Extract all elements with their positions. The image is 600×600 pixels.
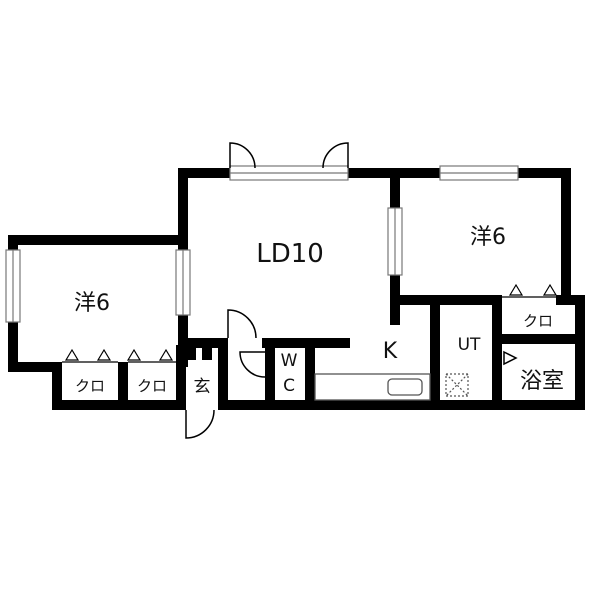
- label-closet-left-a: クロ: [75, 377, 105, 395]
- door-swings: [185, 309, 518, 439]
- label-closet-right: クロ: [523, 312, 553, 330]
- washer-pan-icon: [445, 373, 469, 397]
- label-utility: UT: [458, 335, 481, 355]
- label-toilet-c: C: [283, 376, 295, 396]
- sink-icon: [387, 378, 423, 396]
- label-bedroom-right: 洋6: [470, 225, 506, 250]
- kitchen-counter: [314, 373, 431, 401]
- closet-doors: [62, 283, 558, 363]
- balcony-doors: [229, 142, 349, 169]
- label-living: LD10: [256, 239, 324, 269]
- label-toilet-w: W: [281, 351, 298, 371]
- label-closet-left-b: クロ: [137, 377, 167, 395]
- interior-walls: [118, 168, 582, 410]
- label-kitchen: K: [383, 339, 398, 364]
- label-bath: 浴室: [520, 369, 564, 394]
- label-entrance: 玄: [194, 377, 211, 397]
- windows: [5, 165, 519, 323]
- label-bedroom-left: 洋6: [74, 291, 110, 316]
